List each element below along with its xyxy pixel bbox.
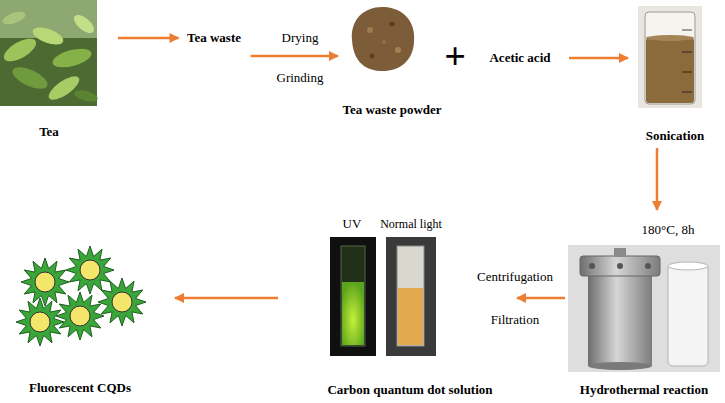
process-step-figure: Sonication <box>632 4 718 144</box>
process-arrow <box>656 148 659 210</box>
ptfe-liner <box>668 264 708 366</box>
process-arrow <box>175 297 278 300</box>
edge-label: 180°C, 8h <box>640 222 697 238</box>
step-label: Acetic acid <box>489 50 550 66</box>
process-step-figure: Fluorescent CQDs <box>10 250 150 396</box>
tea-leaf <box>1 9 27 27</box>
photo-ground <box>0 0 97 106</box>
cqd-particle <box>16 298 64 346</box>
tea-leaf <box>31 24 66 48</box>
beaker-glass <box>645 12 695 104</box>
photo-ground <box>638 6 702 108</box>
step-label: Hydrothermal reaction <box>580 382 708 398</box>
graduation-mark <box>682 72 692 73</box>
cqd-star <box>16 298 64 346</box>
process-arrow <box>517 297 565 300</box>
step-label: Tea waste powder <box>342 102 441 118</box>
bolt <box>645 263 651 269</box>
graduation-mark <box>682 30 692 31</box>
liquid-surface <box>646 35 694 41</box>
cqd-core <box>80 260 100 280</box>
step-label: Sonication <box>646 128 705 144</box>
autoclave-body <box>588 270 652 366</box>
graduation-mark <box>682 52 692 53</box>
tea-leaf <box>71 12 97 37</box>
cqd-core <box>30 312 50 332</box>
cqd-particle <box>56 292 104 340</box>
powder-grain <box>370 54 375 59</box>
autoclave-base <box>588 362 652 370</box>
liner-rim <box>668 262 708 270</box>
powder-heap <box>352 7 414 71</box>
tea-leaf <box>73 88 99 104</box>
photo-caption: Normal light <box>378 217 444 231</box>
powder-grain <box>382 40 386 44</box>
edge-label: Centrifugation <box>475 269 555 285</box>
tea-photo <box>0 0 99 106</box>
powder-grain <box>367 27 373 33</box>
process-note: Grinding <box>275 70 326 86</box>
step-label: Carbon quantum dot solution <box>327 382 492 398</box>
yellow-liquid <box>398 288 423 345</box>
process-note: Filtration <box>489 312 541 328</box>
cqd-particle <box>21 258 69 306</box>
process-arrow <box>251 55 339 58</box>
powder-grain <box>390 22 395 27</box>
cqd-star <box>56 292 104 340</box>
process-step-figure: Hydrothermal reaction <box>565 212 723 398</box>
autoclave-photo <box>568 245 720 372</box>
cqd-core <box>70 306 90 326</box>
process-arrow <box>118 37 179 40</box>
tea-leaf <box>9 63 50 94</box>
cuvette <box>341 246 365 346</box>
cuvette <box>397 246 424 346</box>
light-cuvette-photo <box>386 237 436 356</box>
cqd-star <box>21 258 69 306</box>
cqd-particle <box>66 246 114 294</box>
beaker-photo <box>638 6 702 108</box>
photo-caption: UV <box>341 216 364 232</box>
photo-ground <box>386 237 436 356</box>
uv-cuvette-photo <box>330 237 376 356</box>
process-step-figure: Carbon quantum dot solution <box>325 232 495 398</box>
bolt <box>617 263 623 269</box>
tea-leaf <box>45 72 83 104</box>
tea-leaf <box>0 34 39 66</box>
step-label: Tea <box>39 124 59 140</box>
step-label: Fluorescent CQDs <box>29 380 131 396</box>
fluorescent-liquid <box>342 282 364 345</box>
graduation-mark <box>682 92 692 93</box>
photo-ground <box>330 237 376 356</box>
autoclave-cap <box>580 256 660 276</box>
powder-grain <box>395 47 401 53</box>
cqd-core <box>112 292 132 312</box>
cqd-particle <box>98 278 146 326</box>
process-arrow <box>569 57 628 60</box>
edge-label: Drying <box>280 30 321 46</box>
process-step: Tea waste <box>183 28 246 48</box>
photo-ground <box>568 245 720 372</box>
plus-sign: + <box>442 33 468 79</box>
process-step-figure: Tea <box>0 2 98 140</box>
powder-photo <box>352 7 414 71</box>
process-step: Acetic acid <box>485 48 555 68</box>
beaker-liquid <box>646 38 694 103</box>
tea-leaf <box>51 45 94 71</box>
step-label: Tea waste <box>187 30 241 46</box>
process-step-figure: Tea waste powder <box>340 2 444 118</box>
bolt <box>589 263 595 269</box>
cqd-star <box>98 278 146 326</box>
cqd-star <box>66 246 114 294</box>
cqd-core <box>35 272 55 292</box>
autoclave-screw <box>614 248 626 257</box>
cqd-illustration <box>16 246 146 346</box>
